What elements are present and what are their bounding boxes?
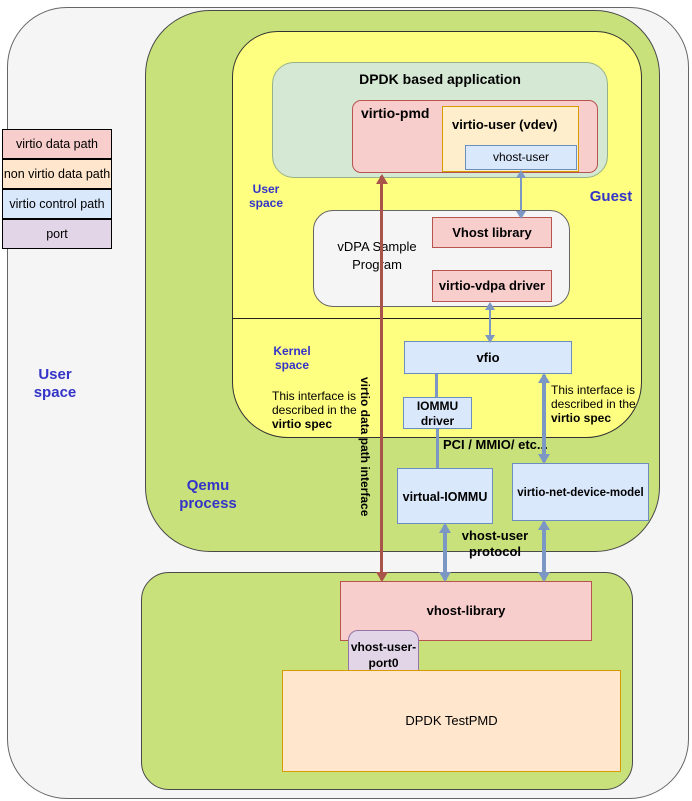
- spec-note-line: virtio spec: [551, 411, 612, 426]
- legend-virtio-control-path: virtio control path: [2, 189, 112, 219]
- legend-virtio-data-path: virtio data path: [2, 129, 112, 159]
- vhost-user-protocol-label: vhost-user protocol: [461, 528, 529, 560]
- spec-note-line: This interface is: [272, 389, 357, 403]
- virtio-user-label: virtio-user (vdev): [452, 117, 558, 132]
- virtio-data-path-arrow: [380, 176, 383, 580]
- vhost-user-port0-box: vhost-user-port0: [348, 630, 419, 683]
- vhost-user-box: vhost-user: [465, 145, 577, 170]
- guest-user-space-label: User space: [248, 182, 284, 211]
- virtual-iommu-box: virtual-IOMMU: [397, 468, 493, 524]
- legend-port: port: [2, 219, 112, 249]
- guest-label: Guest: [589, 188, 633, 205]
- vfio-to-iommu-line: [435, 374, 438, 397]
- qemu-process-label: Qemu process: [179, 477, 237, 512]
- vhost-library-guest-box: Vhost library: [432, 217, 552, 248]
- virtio-data-path-interface-label: virtio data path interface: [358, 377, 372, 517]
- vfio-box: vfio: [404, 341, 572, 374]
- vhost-user-to-vhost-library-arrow: [520, 172, 522, 217]
- virtual-iommu-to-vhost-library-arrow: [443, 525, 447, 580]
- iommu-driver-box: IOMMU driver: [403, 397, 472, 429]
- guest-kernel-space-label: Kernel space: [273, 344, 311, 373]
- virtio-vdpa-driver-box: virtio-vdpa driver: [432, 270, 552, 302]
- dpdk-application-title: DPDK based application: [359, 71, 521, 87]
- spec-note-line: described in the: [272, 403, 357, 418]
- vdpa-sample-program-label: vDPA Sample Program: [337, 239, 417, 272]
- legend-non-virtio-data-path: non virtio data path: [2, 159, 112, 189]
- spec-note-line: virtio spec: [272, 417, 333, 432]
- pci-mmio-label: PCI / MMIO/ etc...: [443, 437, 548, 452]
- spec-note-line: described in the: [551, 397, 636, 412]
- host-user-space-label: User space: [33, 366, 77, 401]
- virtio-net-device-model-to-vhost-library-arrow: [542, 522, 546, 580]
- dpdk-testpmd-box: DPDK TestPMD: [282, 670, 621, 772]
- virtio-net-device-model-box: virtio-net-device-model: [512, 463, 649, 521]
- virtio-pmd-label: virtio-pmd: [361, 105, 430, 121]
- virtio-spec-note-right: This interface is described in the virti…: [551, 383, 646, 425]
- spec-note-line: This interface is: [551, 383, 636, 397]
- virtio-spec-note-left: This interface is described in the virti…: [272, 389, 367, 431]
- guest-user-kernel-divider: [232, 318, 642, 319]
- virtio-vdpa-to-vfio-arrow: [489, 304, 491, 341]
- vfio-to-virtio-net-device-model-arrow: [542, 375, 546, 462]
- iommu-to-virtual-iommu-line: [436, 429, 439, 468]
